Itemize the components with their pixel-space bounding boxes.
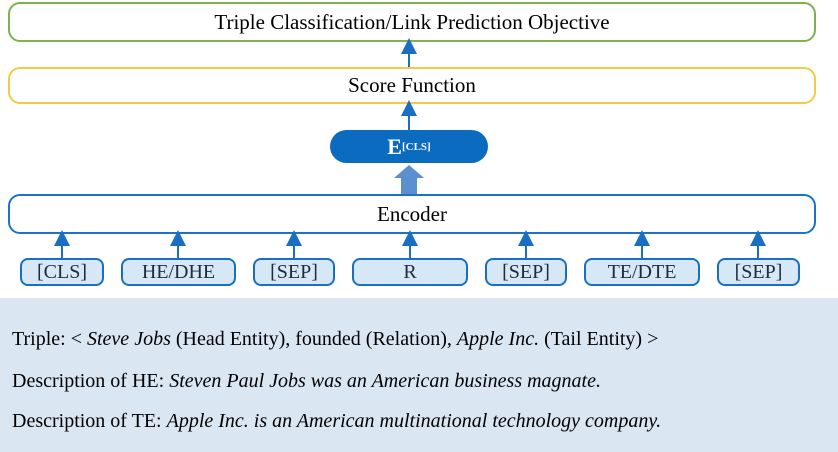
cls-embedding-main: E [387, 133, 402, 159]
token-cls: [CLS] [20, 258, 104, 286]
block-arrow-encoder-to-cls [394, 165, 424, 194]
triple-prefix: Triple: < [12, 328, 87, 350]
tail-description-line: Description of TE: Apple Inc. is an Amer… [12, 410, 661, 433]
tail-description-text: Apple Inc. is an American multinational … [166, 410, 662, 432]
triple-tail: Apple Inc. [456, 328, 540, 350]
triple-tail-role: (Tail Entity) > [539, 328, 659, 350]
token-sep-1: [SEP] [253, 258, 335, 286]
encoder-box: Encoder [8, 194, 816, 234]
score-function-box: Score Function [8, 67, 816, 104]
objective-label: Triple Classification/Link Prediction Ob… [214, 9, 610, 34]
head-description-line: Description of HE: Steven Paul Jobs was … [12, 370, 601, 393]
head-description-label: Description of HE: [12, 370, 170, 392]
cls-embedding-sub: [CLS] [401, 140, 431, 153]
triple-head: Steve Jobs [87, 328, 171, 350]
token-head-entity: HE/DHE [121, 258, 236, 286]
example-panel: Triple: < Steve Jobs (Head Entity), foun… [0, 298, 838, 452]
objective-box: Triple Classification/Link Prediction Ob… [8, 2, 816, 42]
score-function-label: Score Function [348, 73, 476, 97]
encoder-label: Encoder [377, 201, 447, 226]
triple-head-role: (Head Entity), founded (Relation), [170, 328, 457, 350]
token-sep-3: [SEP] [717, 258, 800, 286]
head-description-text: Steven Paul Jobs was an American busines… [169, 370, 601, 392]
token-sep-2: [SEP] [485, 258, 567, 286]
tail-description-label: Description of TE: [12, 410, 167, 432]
token-relation: R [352, 258, 468, 286]
cls-embedding-node: E[CLS] [330, 130, 488, 163]
triple-line: Triple: < Steve Jobs (Head Entity), foun… [12, 328, 658, 351]
token-tail-entity: TE/DTE [584, 258, 700, 286]
